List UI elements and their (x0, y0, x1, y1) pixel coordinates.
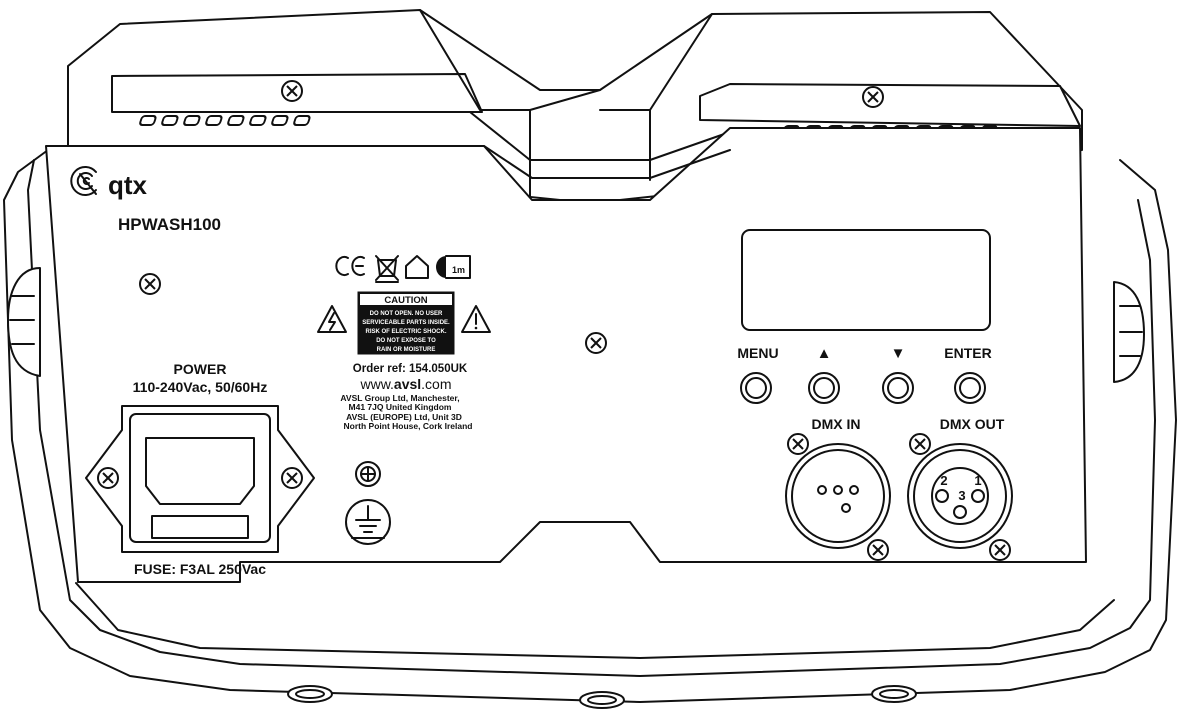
enter-label: ENTER (944, 345, 991, 361)
inlet-screw-right-icon (281, 467, 303, 489)
order-ref: Order ref: 154.050UK (353, 363, 468, 375)
weee-bin-icon (375, 255, 399, 283)
address-line-2: M41 7JQ United Kingdom (349, 402, 452, 412)
electric-shock-warning-icon (317, 305, 347, 333)
dmx-out-screw-top-icon (909, 433, 931, 455)
power-rating: 110-240Vac, 50/60Hz (133, 379, 268, 395)
panel-screw-left-icon (139, 273, 161, 295)
dmx-in-screw-top-icon (787, 433, 809, 455)
bracket-hole-center-icon (579, 691, 625, 709)
min-distance-label: 1m (452, 265, 465, 275)
fuse-rating: FUSE: F3AL 250Vac (134, 561, 266, 577)
model-name: HPWASH100 (118, 215, 221, 234)
brand-name: qtx (108, 170, 148, 200)
top-left-screw-icon (281, 80, 303, 102)
indoor-use-house-icon (405, 255, 429, 279)
panel-screw-center-icon (585, 332, 607, 354)
power-inlet-socket[interactable] (85, 405, 315, 553)
caution-line-2: SERVICEABLE PARTS INSIDE. (362, 320, 450, 326)
dmx-out-label: DMX OUT (940, 416, 1005, 432)
caution-line-5: RAIN OR MOISTURE (377, 347, 436, 353)
up-button[interactable] (808, 372, 840, 404)
ce-mark-icon (335, 256, 365, 276)
exclamation-warning-icon (461, 305, 491, 333)
menu-label: MENU (737, 345, 778, 361)
mounting-bracket (3, 149, 1177, 703)
dmx-pin-2-label: 2 (940, 473, 947, 488)
caution-line-1: DO NOT OPEN. NO USER (370, 311, 443, 317)
dmx-out-screw-bottom-icon (989, 539, 1011, 561)
dmx-in-label: DMX IN (812, 416, 861, 432)
ground-screw-icon (355, 461, 381, 487)
dmx-in-connector[interactable] (785, 443, 891, 549)
address-line-4: North Point House, Cork Ireland (344, 421, 473, 431)
min-distance-icon: 1m (436, 255, 471, 279)
dmx-pin-1-label: 1 (974, 473, 981, 488)
right-knob[interactable] (1113, 281, 1145, 383)
dmx-out-connector[interactable] (907, 443, 1013, 549)
address-line-3: AVSL (EUROPE) Ltd, Unit 3D (346, 412, 462, 422)
website: www.avsl.com (359, 376, 451, 392)
caution-line-4: DO NOT EXPOSE TO (376, 338, 436, 344)
menu-button[interactable] (740, 372, 772, 404)
caution-title: CAUTION (384, 295, 427, 306)
address-line-1: AVSL Group Ltd, Manchester, (340, 393, 459, 403)
dmx-in-screw-bottom-icon (867, 539, 889, 561)
down-button[interactable] (882, 372, 914, 404)
top-left-vents (139, 115, 311, 126)
power-title: POWER (174, 361, 227, 377)
dmx-pin-3-label: 3 (958, 488, 965, 503)
caution-label: CAUTION DO NOT OPEN. NO USER SERVICEABLE… (357, 291, 455, 355)
caution-line-3: RISK OF ELECTRIC SHOCK. (365, 329, 446, 335)
lcd-display (741, 229, 991, 331)
up-label: ▲ (817, 345, 832, 362)
enter-button[interactable] (954, 372, 986, 404)
left-knob[interactable] (7, 267, 41, 377)
qtx-logo-icon (70, 166, 97, 196)
inlet-screw-left-icon (97, 467, 119, 489)
top-right-screw-icon (862, 86, 884, 108)
bracket-hole-left-icon (287, 685, 333, 703)
bracket-hole-right-icon (871, 685, 917, 703)
down-label: ▼ (891, 345, 906, 362)
earth-ground-icon (345, 499, 391, 545)
